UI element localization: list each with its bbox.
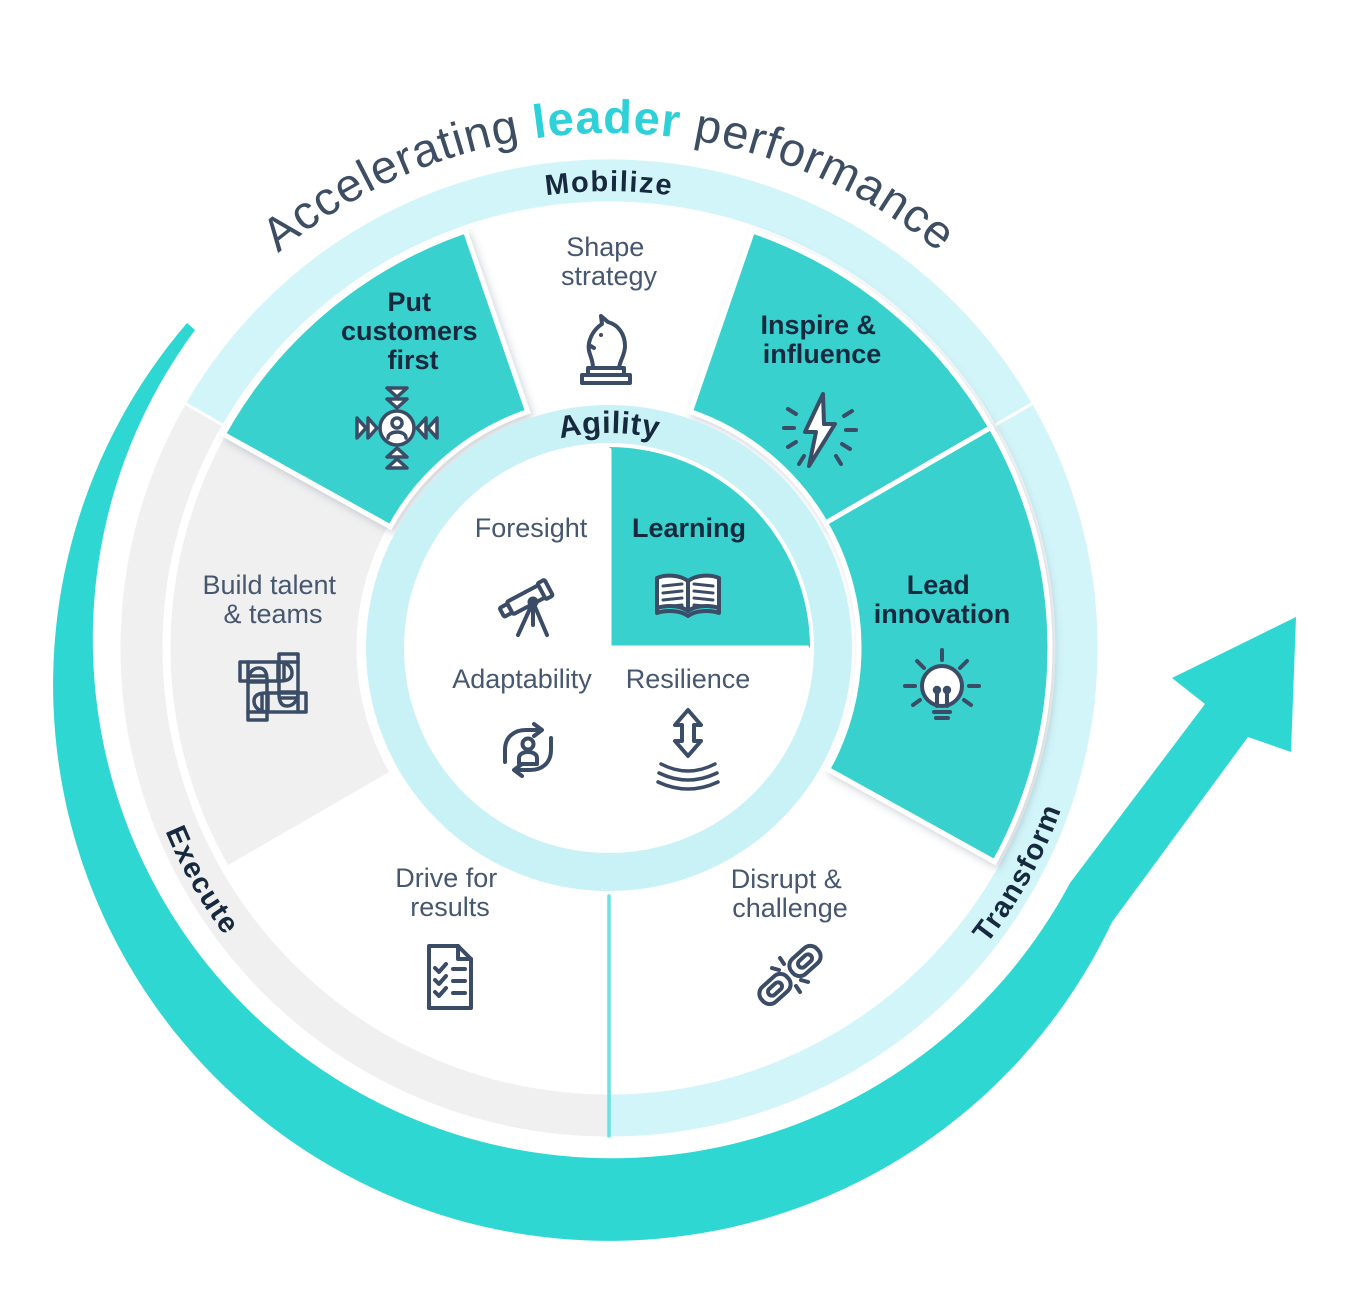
lightning-bolt-icon bbox=[782, 392, 858, 468]
label-build-talent-teams: Build talent & teams bbox=[202, 570, 343, 629]
label-drive-for-results: Drive for results bbox=[395, 863, 505, 922]
phase-label-mobilize: Mobilize bbox=[543, 166, 675, 202]
label-inspire-influence: Inspire & influence bbox=[760, 310, 883, 369]
label-put-customers-first: Put customers first bbox=[341, 287, 485, 375]
label-lead-innovation: Lead innovation bbox=[874, 570, 1011, 629]
wedge-inspire-influence bbox=[687, 227, 995, 527]
label-adaptability: Adaptability bbox=[452, 664, 592, 694]
phase-ring-transform bbox=[607, 400, 1101, 1140]
lightbulb-icon bbox=[903, 648, 981, 720]
label-disrupt-challenge: Disrupt & challenge bbox=[731, 864, 850, 923]
label-foresight: Foresight bbox=[475, 513, 588, 543]
checklist-icon bbox=[427, 944, 473, 1010]
label-learning: Learning bbox=[632, 513, 746, 543]
label-shape-strategy: Shape strategy bbox=[561, 232, 658, 291]
title-highlight: leader bbox=[529, 90, 684, 148]
person-cycle-icon bbox=[503, 722, 553, 778]
cycle-arrow bbox=[53, 323, 1296, 1241]
agility-ring bbox=[366, 405, 852, 891]
flex-arrow-icon bbox=[656, 708, 720, 791]
telescope-icon bbox=[498, 578, 555, 637]
agility-core bbox=[408, 447, 810, 849]
wedge-disrupt-challenge bbox=[606, 765, 999, 1092]
wedge-lead-innovation bbox=[822, 424, 1053, 866]
chess-knight-icon bbox=[580, 314, 632, 385]
open-book-icon bbox=[655, 573, 721, 618]
customer-focus-icon bbox=[355, 386, 439, 470]
capability-wedges bbox=[165, 204, 1053, 1092]
agility-label: Agility bbox=[555, 405, 663, 445]
wedge-drive-for-results bbox=[223, 769, 612, 1092]
wedge-shape-strategy bbox=[462, 204, 756, 415]
phase-ring bbox=[117, 156, 1101, 1140]
wedge-put-customers-first bbox=[219, 227, 531, 531]
broken-chain-icon bbox=[757, 943, 823, 1007]
label-resilience: Resilience bbox=[626, 664, 751, 694]
wedge-build-talent-teams bbox=[165, 430, 396, 872]
